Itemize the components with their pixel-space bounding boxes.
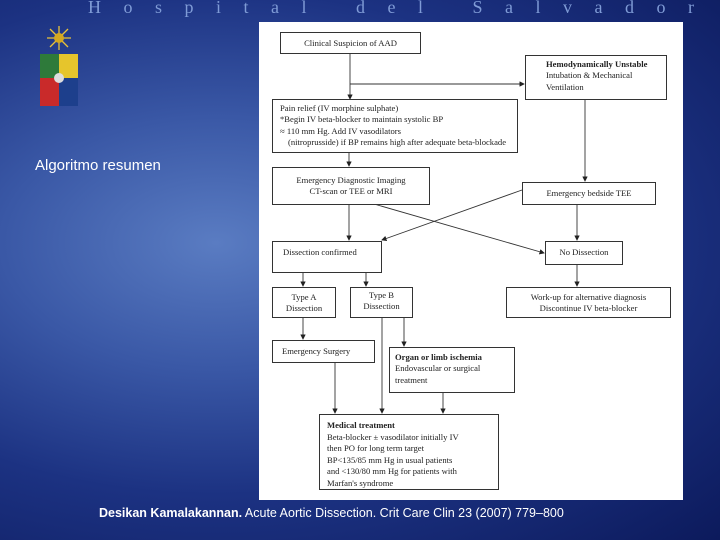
box-type-b: Type B Dissection [350, 287, 413, 318]
box-type-a: Type A Dissection [272, 287, 336, 318]
type-a-line: Dissection [285, 303, 323, 314]
surgery-text: Emergency Surgery [282, 346, 351, 356]
box-organ-ischemia: Organ or limb ischemia Endovascular or s… [389, 347, 515, 393]
box-no-dissection: No Dissection [545, 241, 623, 265]
box-medical-treatment: Medical treatment Beta-blocker ± vasodil… [319, 414, 499, 490]
hemo-title: Hemodynamically Unstable [546, 59, 648, 69]
bedside-text: Emergency bedside TEE [546, 188, 632, 198]
citation-author: Desikan Kamalakannan. [99, 506, 243, 520]
no-dissection-text: No Dissection [559, 247, 609, 257]
box-emergency-imaging: Emergency Diagnostic Imaging CT-scan or … [272, 167, 430, 205]
type-a-line: Type A [291, 292, 317, 302]
organ-line: Endovascular or surgical [395, 363, 481, 374]
imaging-line: Emergency Diagnostic Imaging [296, 175, 406, 185]
workup-line: Discontinue IV beta-blocker [539, 303, 638, 314]
type-b-line: Dissection [363, 301, 400, 312]
pain-line: (nitroprusside) if BP remains high after… [288, 136, 507, 147]
university-logo [40, 26, 78, 106]
workup-line: Work-up for alternative diagnosis [530, 292, 647, 302]
box-emergency-surgery: Emergency Surgery [272, 340, 375, 363]
box-bedside-tee: Emergency bedside TEE [522, 182, 656, 205]
box-dissection-confirmed: Dissection confirmed [272, 241, 382, 273]
hemo-line: Intubation & Mechanical [546, 70, 633, 81]
organ-line: treatment [395, 374, 428, 385]
box-clinical-suspicion: Clinical Suspicion of AAD [280, 32, 421, 54]
pain-line: *Begin IV beta-blocker to maintain systo… [280, 114, 444, 125]
medical-line: Marfan's syndrome [327, 477, 394, 488]
hospital-title: Hospital del Salvador [88, 0, 717, 17]
citation: Desikan Kamalakannan. Acute Aortic Disse… [99, 506, 564, 520]
medical-line: then PO for long term target [327, 443, 424, 454]
pain-line: Pain relief (IV morphine sulphate) [280, 103, 399, 113]
imaging-line: CT-scan or TEE or MRI [309, 186, 393, 197]
organ-title: Organ or limb ischemia [395, 352, 482, 362]
confirmed-text: Dissection confirmed [283, 247, 357, 257]
box-pain-relief: Pain relief (IV morphine sulphate) *Begi… [272, 99, 518, 153]
medical-line: BP<135/85 mm Hg in usual patients [327, 454, 453, 465]
box-work-up: Work-up for alternative diagnosis Discon… [506, 287, 671, 318]
slide-subtitle: Algoritmo resumen [35, 157, 161, 174]
medical-line: Beta-blocker ± vasodilator initially IV [327, 431, 459, 442]
type-b-line: Type B [369, 290, 394, 300]
pain-line: ≈ 110 mm Hg. Add IV vasodilators [280, 125, 401, 136]
medical-line: and <130/80 mm Hg for patients with [327, 466, 457, 477]
clinical-text: Clinical Suspicion of AAD [304, 38, 397, 48]
hemo-line: Ventilation [546, 81, 584, 92]
box-hemodynamically-unstable: Hemodynamically Unstable Intubation & Me… [525, 55, 667, 100]
citation-reference: Acute Aortic Dissection. Crit Care Clin … [242, 506, 564, 520]
medical-title: Medical treatment [327, 420, 395, 430]
